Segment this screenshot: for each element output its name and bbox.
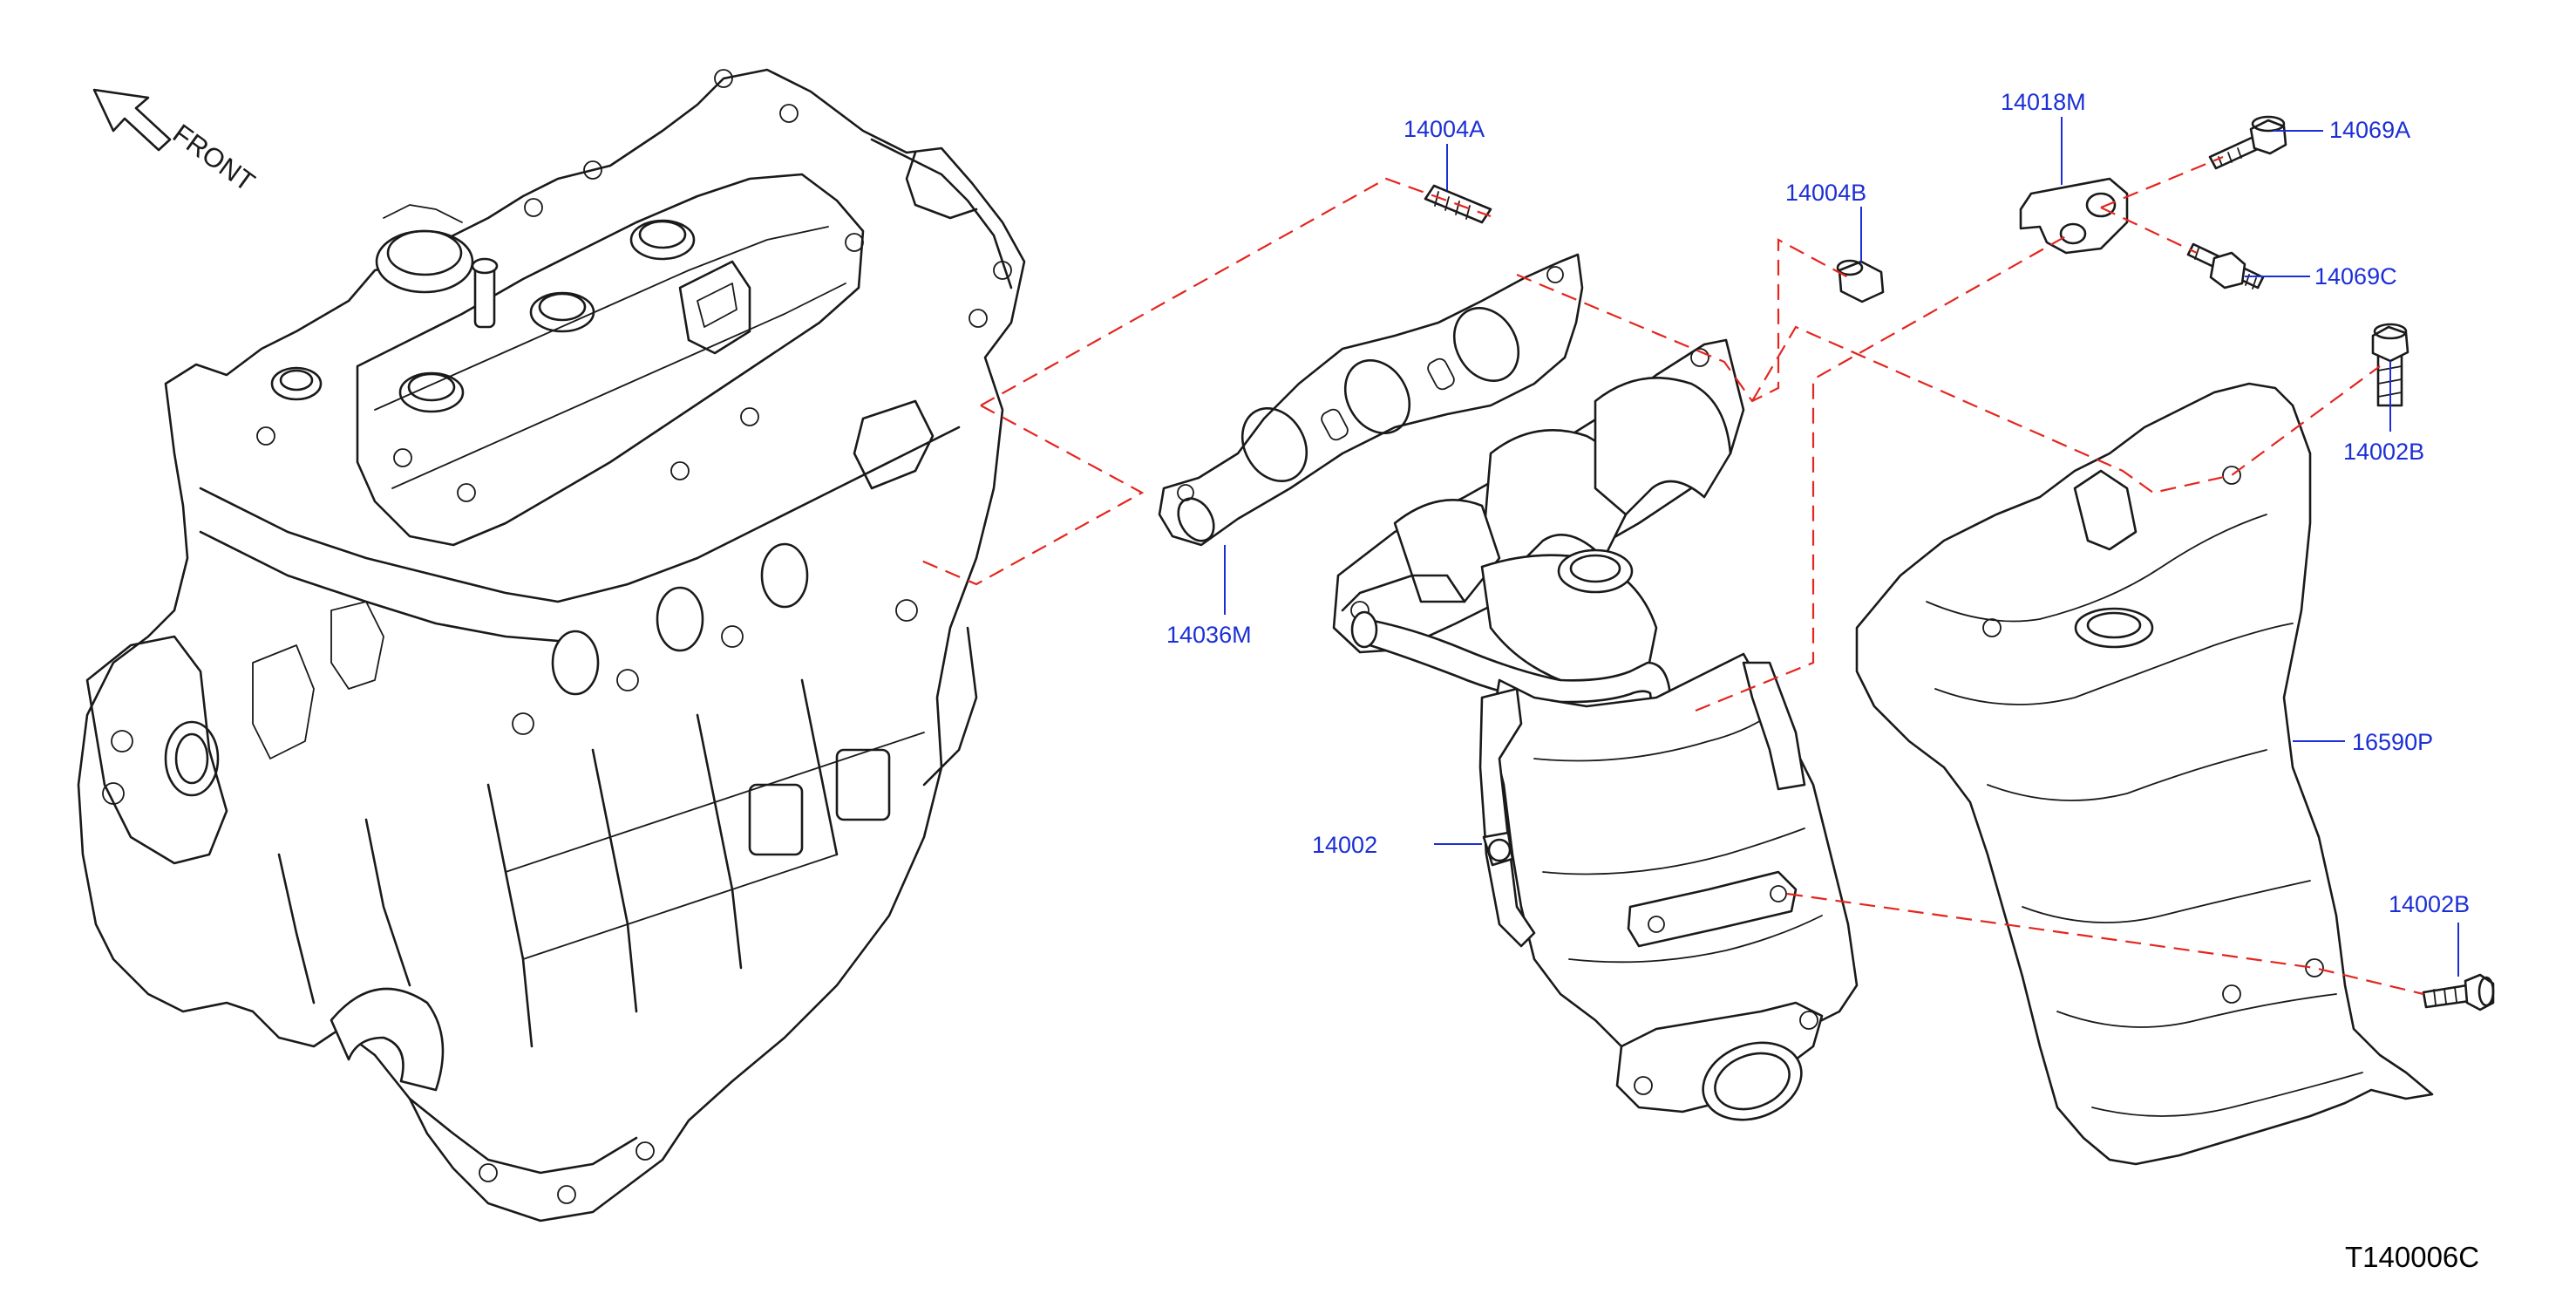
bolt-14002b-lower-drawing (2422, 973, 2495, 1011)
front-arrow-indicator: FRONT (92, 88, 261, 197)
nut-14004b-drawing (1836, 259, 1885, 303)
callout-14004b: 14004B (1785, 180, 1866, 206)
assembly-connector-lines (914, 155, 2424, 996)
callout-labels: 14004A 14004B 14018M 14069A 14069C 14036… (1166, 89, 2470, 917)
callout-14004a: 14004A (1404, 116, 1485, 142)
callout-leader-lines (1224, 117, 2459, 977)
bracket-14018m-drawing (2019, 177, 2129, 255)
callout-14018m: 14018M (2001, 89, 2086, 115)
stud-14069c-drawing (2186, 242, 2265, 289)
diagram-code: T140006C (2345, 1241, 2479, 1273)
front-label: FRONT (167, 118, 261, 197)
bolt-14069a-drawing (2208, 115, 2287, 170)
callout-14002: 14002 (1312, 832, 1377, 858)
exhaust-gasket-drawing (1158, 253, 1584, 547)
callout-14036m: 14036M (1166, 622, 1252, 648)
callout-14069c: 14069C (2314, 263, 2397, 289)
engine-block-drawing (77, 68, 1026, 1222)
front-arrow-icon (92, 88, 172, 152)
heat-insulator-16590p-drawing (1855, 382, 2434, 1166)
callout-16590p: 16590P (2352, 729, 2433, 755)
callout-14002b-upper: 14002B (2343, 439, 2424, 465)
callout-14069a: 14069A (2329, 117, 2410, 143)
exhaust-manifold-catalyst-drawing (1332, 338, 1859, 1121)
callout-14002b-lower: 14002B (2389, 891, 2470, 917)
